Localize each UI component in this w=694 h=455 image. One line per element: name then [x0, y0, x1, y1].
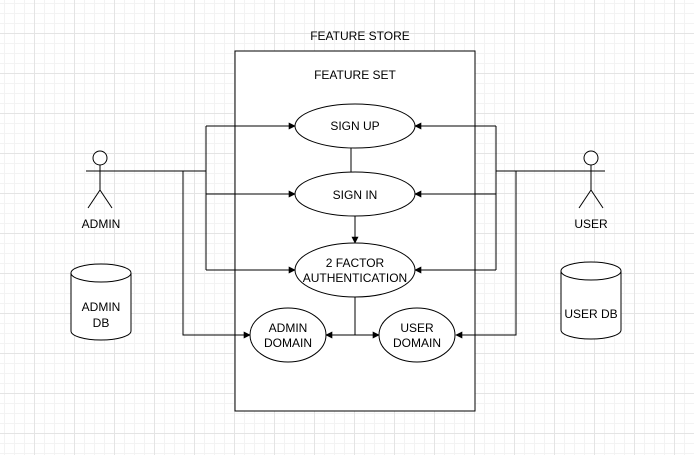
user-db-label: USER DB	[564, 307, 617, 321]
admin-db-label-line1: ADMIN	[82, 300, 121, 314]
admin-actor-icon	[86, 150, 114, 209]
feature-store-title: FEATURE STORE	[310, 29, 410, 43]
use-case-two-factor: 2 FACTOR AUTHENTICATION	[294, 242, 416, 298]
sign-up-label: SIGN UP	[330, 119, 379, 133]
user-actor-label: USER	[574, 217, 608, 231]
two-factor-label-line2: AUTHENTICATION	[303, 271, 407, 285]
use-case-sign-in: SIGN IN	[294, 171, 416, 217]
use-case-admin-domain: ADMIN DOMAIN	[249, 307, 327, 363]
admin-domain-label-line1: ADMIN	[269, 321, 308, 335]
admin-db-label-line2: DB	[93, 316, 110, 330]
use-case-sign-up: SIGN UP	[294, 103, 416, 149]
use-case-user-domain: USER DOMAIN	[378, 307, 456, 363]
user-db-icon: USER DB	[560, 261, 622, 340]
user-domain-label-line1: USER	[400, 321, 434, 335]
user-actor-icon	[577, 150, 605, 209]
user-domain-label-line2: DOMAIN	[393, 336, 441, 350]
two-factor-label-line1: 2 FACTOR	[326, 256, 385, 270]
sign-in-label: SIGN IN	[333, 188, 378, 202]
admin-domain-label-line2: DOMAIN	[264, 336, 312, 350]
user-to-user-domain	[455, 171, 517, 339]
admin-to-admin-domain	[182, 171, 251, 339]
connectors	[105, 122, 581, 339]
admin-db-icon: ADMIN DB	[70, 263, 132, 341]
admin-actor-label: ADMIN	[82, 217, 121, 231]
feature-set-title: FEATURE SET	[314, 68, 396, 82]
